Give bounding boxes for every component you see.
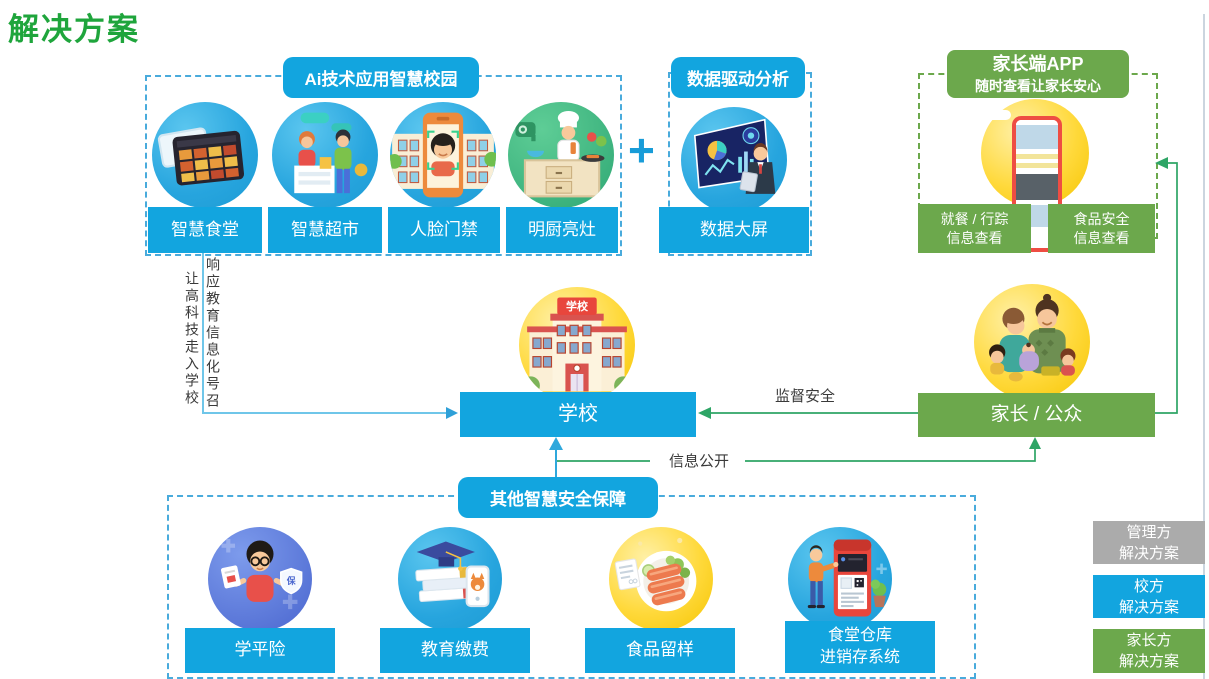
other-security-header: 其他智慧安全保障 xyxy=(458,477,658,518)
app-feature-dining-line2: 信息查看 xyxy=(946,229,1003,246)
security-item-inventory-line1: 食堂仓库 xyxy=(827,627,892,645)
ai-item-canteen-label: 智慧食堂 xyxy=(148,207,262,253)
canteen-inventory-icon xyxy=(788,527,892,631)
legend-management-solution: 管理方 解决方案 xyxy=(1093,521,1205,564)
family-icon xyxy=(974,284,1090,400)
vertical-text-left: 让高科技走入学校 xyxy=(184,271,200,407)
school-sign-text: 学校 xyxy=(566,299,589,313)
legend-parent-line1: 家长方 xyxy=(1126,632,1172,649)
school-node-text: 学校 xyxy=(558,403,598,425)
legend-management-line2: 解决方案 xyxy=(1118,544,1179,562)
data-dashboard-icon xyxy=(681,107,787,213)
vertical-text-right: 响应教育信息化号召 xyxy=(205,257,221,410)
ai-campus-header: Ai技术应用智慧校园 xyxy=(283,57,479,98)
ai-item-face-access-label: 人脸门禁 xyxy=(388,207,500,253)
insurance-badge-text: 保 xyxy=(286,575,296,586)
smart-canteen-tablet-icon xyxy=(152,102,258,208)
parents-to-app-connector xyxy=(1155,162,1178,414)
legend-parent-line2: 解决方案 xyxy=(1118,653,1179,670)
cloud-icon xyxy=(985,110,1011,120)
parent-app-header: 家长端APP 随时查看让家长安心 xyxy=(947,50,1129,98)
data-screen-label: 数据大屏 xyxy=(659,207,809,253)
ai-item-kitchen-label: 明厨亮灶 xyxy=(506,207,618,253)
parent-app-subtitle: 随时查看让家长安心 xyxy=(975,77,1101,94)
app-feature-dining-label: 就餐 / 行踪 信息查看 xyxy=(918,204,1031,253)
legend-parent-solution: 家长方 解决方案 xyxy=(1093,629,1205,673)
security-item-payment-text: 教育缴费 xyxy=(421,640,489,660)
security-item-insurance-label: 学平险 xyxy=(185,628,335,673)
security-item-foodsample-label: 食品留样 xyxy=(585,628,735,673)
supervise-edge-label: 监督安全 xyxy=(774,388,835,405)
security-item-inventory-label: 食堂仓库 进销存系统 xyxy=(785,621,935,673)
security-item-payment-label: 教育缴费 xyxy=(380,628,530,673)
ai-item-supermarket-label: 智慧超市 xyxy=(268,207,382,253)
face-access-icon xyxy=(390,102,496,208)
data-analysis-header: 数据驱动分析 xyxy=(671,57,805,98)
ai-item-kitchen-text: 明厨亮灶 xyxy=(528,219,596,239)
legend-school-solution: 校方 解决方案 xyxy=(1093,575,1205,618)
parents-node-label: 家长 / 公众 xyxy=(918,393,1155,437)
page-title: 解决方案 xyxy=(8,12,140,47)
legend-school-line1: 校方 xyxy=(1133,577,1164,595)
app-feature-foodsafety-line1: 食品安全 xyxy=(1073,210,1130,227)
plus-sign: + xyxy=(628,124,655,176)
ai-item-supermarket-text: 智慧超市 xyxy=(291,219,359,239)
security-item-insurance-text: 学平险 xyxy=(234,640,286,660)
arrow-into-parents-icon xyxy=(1029,437,1041,449)
school-node-label: 学校 xyxy=(460,392,696,437)
app-feature-foodsafety-label: 食品安全 信息查看 xyxy=(1048,204,1155,253)
security-item-inventory-line2: 进销存系统 xyxy=(819,649,900,666)
disclosure-connector xyxy=(556,447,1036,462)
student-insurance-icon: 保 xyxy=(208,527,312,631)
school-building-icon: 学校 xyxy=(519,287,635,403)
parent-app-title: 家长端APP xyxy=(992,54,1084,75)
legend-management-line1: 管理方 xyxy=(1126,523,1172,541)
app-feature-foodsafety-line2: 信息查看 xyxy=(1073,229,1130,246)
security-item-foodsample-text: 食品留样 xyxy=(626,640,694,660)
data-screen-text: 数据大屏 xyxy=(700,219,768,239)
ai-item-canteen-text: 智慧食堂 xyxy=(171,219,239,239)
left-elbow-connector xyxy=(202,252,447,414)
parents-node-text: 家长 / 公众 xyxy=(990,404,1083,426)
app-feature-dining-line1: 就餐 / 行踪 xyxy=(940,210,1009,227)
education-payment-icon xyxy=(398,527,502,631)
arrow-into-school-right-icon xyxy=(698,407,711,419)
arrow-into-school-left-icon xyxy=(446,407,458,419)
food-sample-icon xyxy=(609,527,713,631)
ai-item-face-access-text: 人脸门禁 xyxy=(410,219,478,239)
legend-school-line2: 解决方案 xyxy=(1118,598,1179,616)
open-kitchen-icon xyxy=(508,102,614,208)
disclosure-edge-label: 信息公开 xyxy=(668,453,729,470)
smart-supermarket-icon xyxy=(272,102,378,208)
slide-right-border xyxy=(1203,14,1205,679)
arrow-up-into-school-icon xyxy=(549,437,563,450)
